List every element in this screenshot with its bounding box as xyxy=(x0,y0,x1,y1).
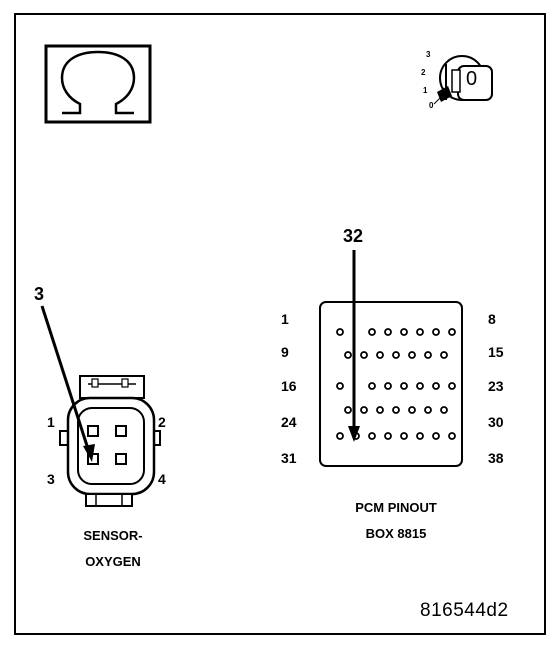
pcm-left-label: 16 xyxy=(281,378,297,394)
pcm-pin-cavity xyxy=(368,382,376,390)
pcm-pin-cavity xyxy=(336,432,344,440)
pcm-pin-cavity xyxy=(368,432,376,440)
pcm-left-label: 24 xyxy=(281,414,297,430)
pcm-pin-cavity xyxy=(392,351,400,359)
pcm-pointer-arrow xyxy=(348,250,360,442)
pcm-pin-cavity xyxy=(384,382,392,390)
key-position-3: 3 xyxy=(426,50,431,59)
pcm-pointer-label: 32 xyxy=(343,226,364,246)
sensor-pin-2 xyxy=(115,425,127,437)
pcm-left-label: 1 xyxy=(281,311,289,327)
sensor-caption-line2: OXYGEN xyxy=(85,554,141,569)
pcm-pin-cavity xyxy=(432,432,440,440)
pcm-right-label: 8 xyxy=(488,311,496,327)
pcm-pin-cavity xyxy=(400,432,408,440)
ignition-key-icon xyxy=(433,55,493,105)
pcm-pin-cavity xyxy=(344,406,352,414)
document-id: 816544d2 xyxy=(420,600,509,621)
key-position-1: 1 xyxy=(423,86,428,95)
oxygen-sensor-connector xyxy=(59,375,161,507)
pcm-pin-cavity xyxy=(376,351,384,359)
pcm-pin-cavity xyxy=(360,351,368,359)
pcm-pin-cavity xyxy=(384,432,392,440)
pcm-right-label: 23 xyxy=(488,378,504,394)
pcm-pin-cavity xyxy=(408,351,416,359)
pcm-pin-cavity xyxy=(400,382,408,390)
pcm-pin-cavity xyxy=(432,382,440,390)
sensor-pointer-arrow xyxy=(40,305,95,462)
pcm-caption-line2: BOX 8815 xyxy=(365,526,427,541)
pcm-pin-cavity xyxy=(448,432,456,440)
sensor-pin-label-1: 1 xyxy=(47,414,55,430)
pcm-pin-cavity xyxy=(448,328,456,336)
ohmmeter-symbol xyxy=(44,44,152,124)
pcm-pin-cavity xyxy=(416,328,424,336)
pcm-right-label: 38 xyxy=(488,450,504,466)
key-label: 0 xyxy=(466,68,478,90)
pcm-connector xyxy=(319,301,463,467)
pcm-pin-cavity xyxy=(424,406,432,414)
pcm-pin-cavity xyxy=(336,382,344,390)
pcm-right-label: 30 xyxy=(488,414,504,430)
pcm-pin-cavity xyxy=(440,351,448,359)
pcm-left-label: 9 xyxy=(281,344,289,360)
sensor-pin-1 xyxy=(87,425,99,437)
diagram-border xyxy=(14,13,546,635)
sensor-caption-line1: SENSOR- xyxy=(83,528,143,543)
sensor-pointer-label: 3 xyxy=(34,284,45,304)
pcm-pin-cavity xyxy=(344,351,352,359)
pcm-pin-cavity xyxy=(408,406,416,414)
pcm-pin-cavity xyxy=(392,406,400,414)
sensor-pin-label-4: 4 xyxy=(158,471,166,487)
pcm-pin-cavity xyxy=(376,406,384,414)
sensor-pin-label-2: 2 xyxy=(158,414,166,430)
pcm-pin-cavity xyxy=(336,328,344,336)
pcm-pin-cavity xyxy=(424,351,432,359)
pcm-right-label: 15 xyxy=(488,344,504,360)
pcm-left-label: 31 xyxy=(281,450,297,466)
key-position-2: 2 xyxy=(421,68,426,77)
pcm-pin-cavity xyxy=(384,328,392,336)
pcm-caption-line1: PCM PINOUT xyxy=(355,500,437,515)
pcm-pin-cavity xyxy=(440,406,448,414)
pcm-pin-cavity xyxy=(416,432,424,440)
pcm-pin-cavity xyxy=(416,382,424,390)
sensor-pin-label-3: 3 xyxy=(47,471,55,487)
pcm-pin-cavity xyxy=(360,406,368,414)
pcm-pin-cavity xyxy=(400,328,408,336)
pcm-pin-cavity xyxy=(368,328,376,336)
sensor-pin-4 xyxy=(115,453,127,465)
pcm-pin-cavity xyxy=(448,382,456,390)
pcm-pin-cavity xyxy=(432,328,440,336)
key-position-0: 0 xyxy=(429,101,434,110)
